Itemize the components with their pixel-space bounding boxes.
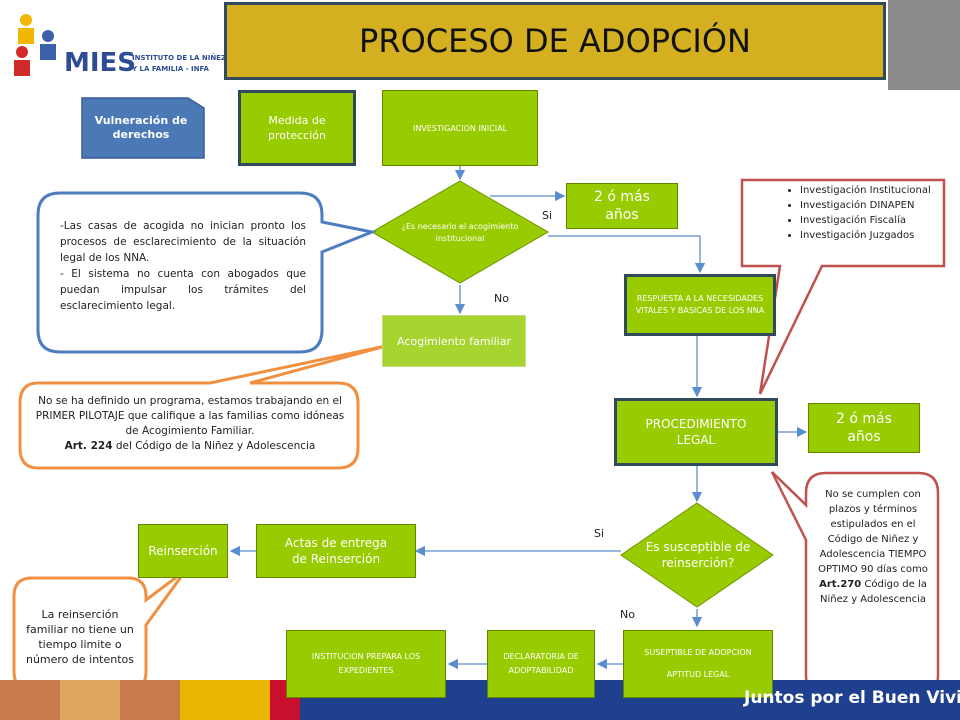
node-medida-label: Medida de protección bbox=[268, 114, 326, 142]
node-susceptible-label-1: SUSEPTIBLE DE ADOPCION bbox=[644, 648, 752, 657]
node-declaratoria-label: DECLARATORIA DE ADOPTABILIDAD bbox=[503, 652, 579, 675]
footer-yellow-stripe bbox=[180, 680, 270, 720]
callout-plazos-text: No se cumplen con plazos y términos esti… bbox=[814, 487, 932, 607]
logo-brand: MIES bbox=[64, 48, 137, 78]
investigacion-item: Investigación Fiscalía bbox=[800, 213, 938, 228]
node-decision1: ¿Es necesario el acogimiento institucion… bbox=[378, 216, 542, 250]
node-procedimiento: PROCEDIMIENTO LEGAL bbox=[614, 398, 778, 466]
callout-programa-article: Art. 224 bbox=[64, 440, 113, 452]
node-decision2: Es susceptible de reinserción? bbox=[632, 532, 764, 578]
node-actas: Actas de entrega de Reinserción bbox=[256, 524, 416, 578]
node-reinsercion: Reinserción bbox=[138, 524, 228, 578]
callout-investigaciones-shape bbox=[740, 178, 946, 395]
logo-line2: Y LA FAMILIA - INFA bbox=[132, 65, 209, 73]
node-respuesta-label: RESPUESTA A LA NECESIDADES VITALES Y BAS… bbox=[635, 294, 765, 315]
callout-plazos-line2: Código de la Niñez y Adolescencia bbox=[820, 579, 927, 605]
node-susceptible: SUSEPTIBLE DE ADOPCION APTITUD LEGAL bbox=[623, 630, 773, 698]
node-declaratoria: DECLARATORIA DE ADOPTABILIDAD bbox=[487, 630, 595, 698]
callout-reinsercion-text: La reinserción familiar no tiene un tiem… bbox=[22, 592, 138, 682]
investigacion-item: Investigación Juzgados bbox=[800, 228, 938, 243]
callout-programa-line2: del Código de la Niñez y Adolescencia bbox=[112, 440, 316, 452]
mies-logo: MIES INSTITUTO DE LA NIÑEZ Y LA FAMILIA … bbox=[8, 8, 226, 86]
logo-line1: INSTITUTO DE LA NIÑEZ bbox=[132, 54, 227, 62]
node-anios-mid-label: 2 ó más años bbox=[836, 411, 892, 445]
node-actas-label: Actas de entrega de Reinserción bbox=[284, 536, 388, 566]
callout-plazos-article: Art.270 bbox=[819, 579, 862, 590]
node-anios-top-label: 2 ó más años bbox=[594, 189, 650, 223]
node-institucion-label: INSTITUCION PREPARA LOS EXPEDIENTES bbox=[311, 652, 421, 675]
node-reinsercion-label: Reinserción bbox=[148, 544, 218, 558]
callout-casas-shape bbox=[36, 191, 378, 354]
edge-label-no-1: No bbox=[494, 292, 509, 305]
page-title-text: PROCESO DE ADOPCIÓN bbox=[359, 22, 751, 60]
node-anios-mid: 2 ó más años bbox=[808, 403, 920, 453]
node-acogimiento-label: Acogimiento familiar bbox=[397, 334, 511, 348]
investigaciones-list: Investigación Institucional Investigació… bbox=[788, 183, 938, 243]
node-respuesta: RESPUESTA A LA NECESIDADES VITALES Y BAS… bbox=[624, 274, 776, 336]
node-medida: Medida de protección bbox=[238, 90, 356, 166]
callout-plazos-line1: No se cumplen con plazos y términos esti… bbox=[818, 489, 928, 575]
edge-label-si-2: Si bbox=[594, 527, 605, 540]
footer-slogan: Juntos por el Buen Vivir. bbox=[744, 688, 960, 708]
callout-investigaciones-text: Investigación Institucional Investigació… bbox=[788, 183, 938, 243]
callout-programa-text: No se ha definido un programa, estamos t… bbox=[30, 394, 350, 454]
investigacion-item: Investigación Institucional bbox=[800, 183, 938, 198]
node-institucion: INSTITUCION PREPARA LOS EXPEDIENTES bbox=[286, 630, 446, 698]
edge-label-no-2: No bbox=[620, 608, 635, 621]
decision2-diamond bbox=[620, 502, 774, 608]
callout-reinsercion-label: La reinserción familiar no tiene un tiem… bbox=[25, 608, 135, 666]
vulneracion-shape bbox=[81, 97, 205, 159]
node-acogimiento: Acogimiento familiar bbox=[382, 315, 526, 367]
callout-casas-text: -Las casas de acogida no inician pronto … bbox=[60, 218, 306, 314]
decision1-diamond bbox=[371, 180, 549, 284]
investigacion-item: Investigación DINAPEN bbox=[800, 198, 938, 213]
callout-casas-line2: - El sistema no cuenta con abogados que … bbox=[60, 268, 306, 312]
callout-casas-line1: -Las casas de acogida no inician pronto … bbox=[60, 220, 306, 264]
node-procedimiento-label: PROCEDIMIENTO LEGAL bbox=[645, 417, 747, 447]
arrow-decision-to-respuesta bbox=[548, 235, 706, 274]
node-vulneracion-label: Vulneración de derechos bbox=[94, 114, 188, 141]
node-susceptible-label-2: APTITUD LEGAL bbox=[666, 670, 730, 679]
node-anios-top: 2 ó más años bbox=[566, 183, 678, 229]
node-decision2-label: Es susceptible de reinserción? bbox=[645, 540, 751, 570]
callout-programa-line1: No se ha definido un programa, estamos t… bbox=[35, 395, 345, 437]
node-decision1-label: ¿Es necesario el acogimiento institucion… bbox=[401, 222, 519, 243]
callout-programa-shape bbox=[18, 344, 387, 470]
children-figures-icon bbox=[14, 14, 56, 76]
page-title: PROCESO DE ADOPCIÓN bbox=[224, 2, 886, 80]
edge-label-si-1: Si bbox=[542, 209, 553, 222]
node-vulneracion: Vulneración de derechos bbox=[86, 100, 196, 156]
node-investigacion: INVESTIGACION INICIAL bbox=[382, 90, 538, 166]
footer-photo-overlay bbox=[60, 680, 120, 720]
header-grey-bar bbox=[888, 0, 960, 90]
node-investigacion-label: INVESTIGACION INICIAL bbox=[412, 123, 508, 133]
